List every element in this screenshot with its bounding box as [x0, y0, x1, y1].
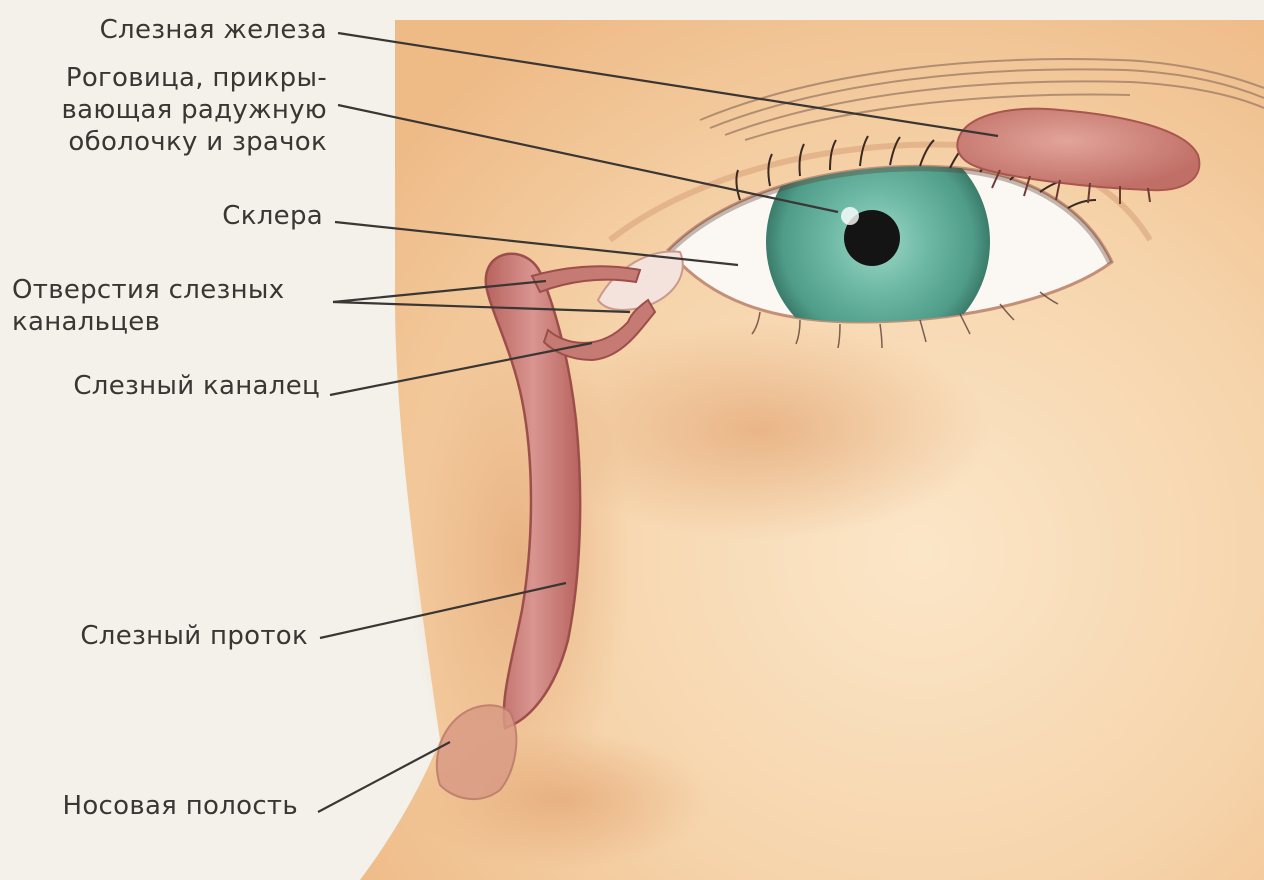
label-sclera-text: Склера [222, 200, 323, 232]
label-cornea-line-1: Роговица, прикры- [62, 62, 327, 94]
label-puncta: Отверстия слезных канальцев [12, 274, 284, 338]
label-cornea: Роговица, прикры- вающая радужную оболоч… [62, 62, 327, 158]
label-cornea-line-3: оболочку и зрачок [62, 126, 327, 158]
label-puncta-line-1: Отверстия слезных [12, 274, 284, 306]
label-puncta-line-2: канальцев [12, 306, 284, 338]
label-canaliculus: Слезный каналец [73, 370, 320, 402]
label-nasolacrimal-duct: Слезный проток [80, 620, 308, 652]
label-nasal-cavity: Носовая полость [62, 790, 298, 822]
label-lacrimal-gland: Слезная железа [100, 14, 327, 46]
eye-highlight [841, 207, 859, 225]
label-nasolacrimal-duct-text: Слезный проток [80, 620, 308, 652]
label-lacrimal-gland-text: Слезная железа [100, 14, 327, 46]
label-canaliculus-text: Слезный каналец [73, 370, 320, 402]
label-nasal-cavity-text: Носовая полость [62, 790, 298, 822]
label-sclera: Склера [222, 200, 323, 232]
label-cornea-line-2: вающая радужную [62, 94, 327, 126]
